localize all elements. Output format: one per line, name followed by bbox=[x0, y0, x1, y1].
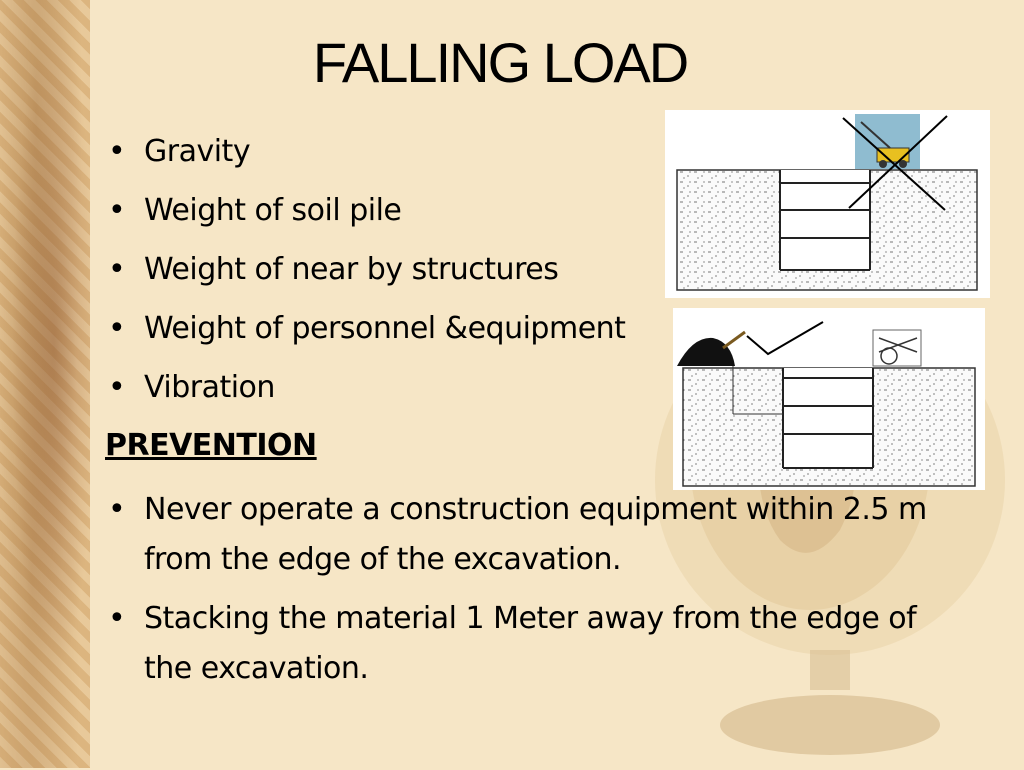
crane-excavation-diagram bbox=[665, 110, 990, 298]
equipment-icon bbox=[872, 329, 922, 367]
list-item: Never operate a construction equipment w… bbox=[108, 485, 968, 585]
list-item: Weight of near by structures bbox=[108, 248, 668, 307]
list-item: Gravity bbox=[108, 130, 668, 189]
slide-title: FALLING LOAD bbox=[312, 31, 689, 94]
cross-mark-icon bbox=[842, 117, 946, 211]
soil-pile-diagram bbox=[673, 308, 985, 490]
list-item: Stacking the material 1 Meter away from … bbox=[108, 594, 968, 694]
prevention-list: Never operate a construction equipment w… bbox=[108, 485, 968, 703]
list-item: Weight of soil pile bbox=[108, 189, 668, 248]
list-item: Vibration bbox=[108, 366, 668, 425]
prevention-heading: PREVENTION bbox=[105, 428, 317, 463]
list-item: Weight of personnel &equipment bbox=[108, 307, 668, 366]
cause-list: Gravity Weight of soil pile Weight of ne… bbox=[108, 130, 668, 425]
decorative-map-border bbox=[0, 0, 90, 768]
soil-pile-icon bbox=[677, 337, 735, 366]
